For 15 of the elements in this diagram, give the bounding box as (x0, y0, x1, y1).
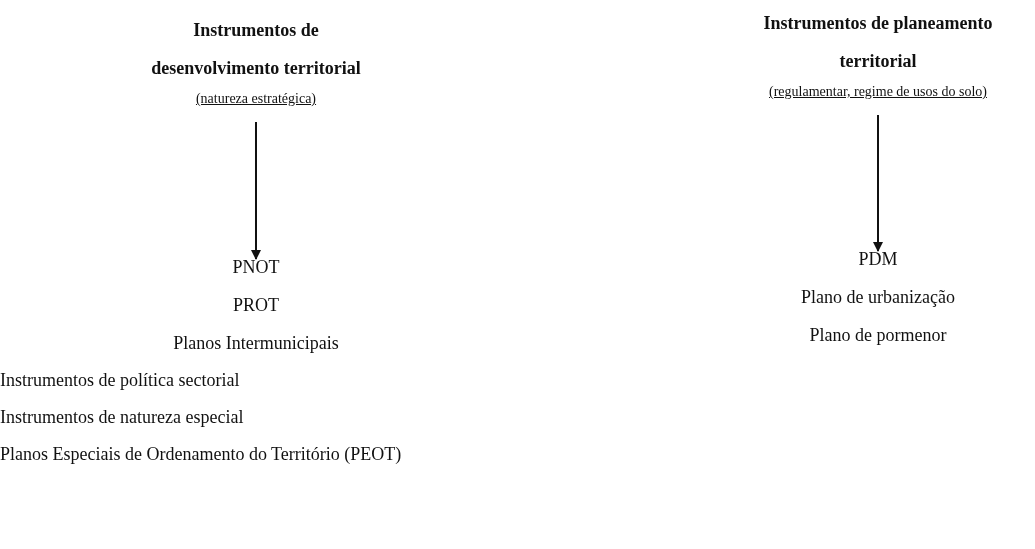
list-item-text: Instrumentos de natureza especial (0, 406, 244, 429)
heading-text: Instrumentos de planeamento territorial (762, 12, 994, 73)
list-item-text: PNOT (231, 256, 281, 279)
list-item-text: Plano de urbanização (800, 286, 956, 309)
heading-text: Instrumentos de desenvolvimento territorial (150, 19, 362, 80)
list-item-text: PROT (232, 294, 280, 317)
subheading-text: (regulamentar, regime de usos do solo) (768, 83, 988, 101)
arrow (873, 114, 883, 252)
list-item-text: Planos Intermunicipais (172, 332, 340, 355)
arrow (251, 121, 261, 260)
list-item-text: Plano de pormenor (808, 324, 948, 347)
subheading-text: (natureza estratégica) (194, 90, 318, 108)
list-item-text: Instrumentos de política sectorial (0, 369, 240, 392)
list-item-text: PDM (857, 248, 899, 271)
list-item-text: Planos Especiais de Ordenamento do Território (PEOT) (0, 443, 402, 466)
